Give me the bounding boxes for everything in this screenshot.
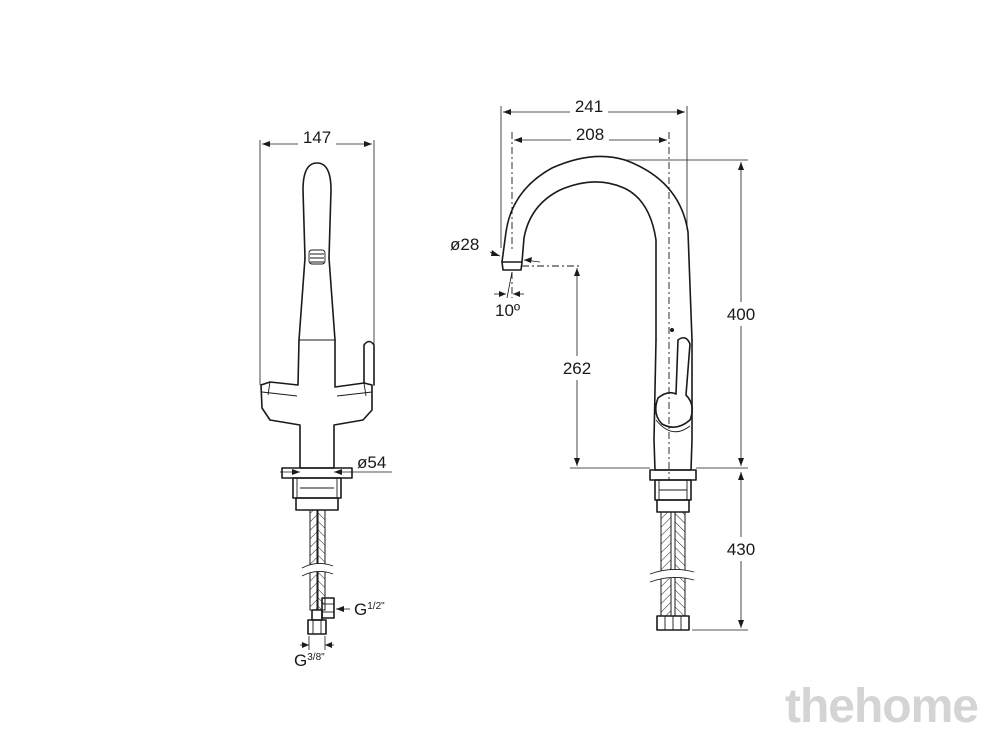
dim-spout-height-262: 262	[522, 265, 650, 469]
dim-hose-length-430: 430	[692, 472, 764, 631]
label-241: 241	[575, 97, 603, 116]
label-262: 262	[563, 359, 591, 378]
label-430: 430	[727, 540, 755, 559]
dim-spout-diameter: ø28	[450, 235, 541, 263]
label-g-three-eighths: G3/8"	[294, 651, 325, 670]
front-hoses	[301, 509, 335, 635]
label-g-half: G1/2"	[354, 600, 385, 619]
side-spout	[501, 155, 693, 341]
side-base	[649, 469, 697, 513]
front-base: ø54	[280, 453, 392, 511]
label-208: 208	[576, 125, 604, 144]
label-base-diameter: ø54	[357, 453, 386, 472]
watermark-logo: thehome	[785, 680, 978, 733]
label-10-degrees: 10º	[495, 301, 520, 320]
dim-width-147: 147	[259, 128, 375, 385]
side-hoses	[649, 511, 695, 631]
front-view: 147 ø54	[259, 128, 392, 670]
dim-total-reach-241: 241	[500, 97, 688, 248]
front-body	[260, 339, 375, 469]
dim-spout-angle: 10º	[494, 271, 524, 320]
side-view: 241 208	[450, 97, 764, 631]
label-400: 400	[727, 305, 755, 324]
side-body	[653, 336, 694, 471]
label-28-diameter: ø28	[450, 235, 479, 254]
dim-total-height-400: 400	[625, 159, 764, 469]
front-spout	[298, 162, 336, 341]
label-147: 147	[303, 128, 331, 147]
dim-inlet-thread: G1/2"	[336, 600, 385, 619]
dim-outlet-thread: G3/8"	[294, 636, 334, 670]
dim-spout-reach-208: 208	[511, 125, 670, 480]
